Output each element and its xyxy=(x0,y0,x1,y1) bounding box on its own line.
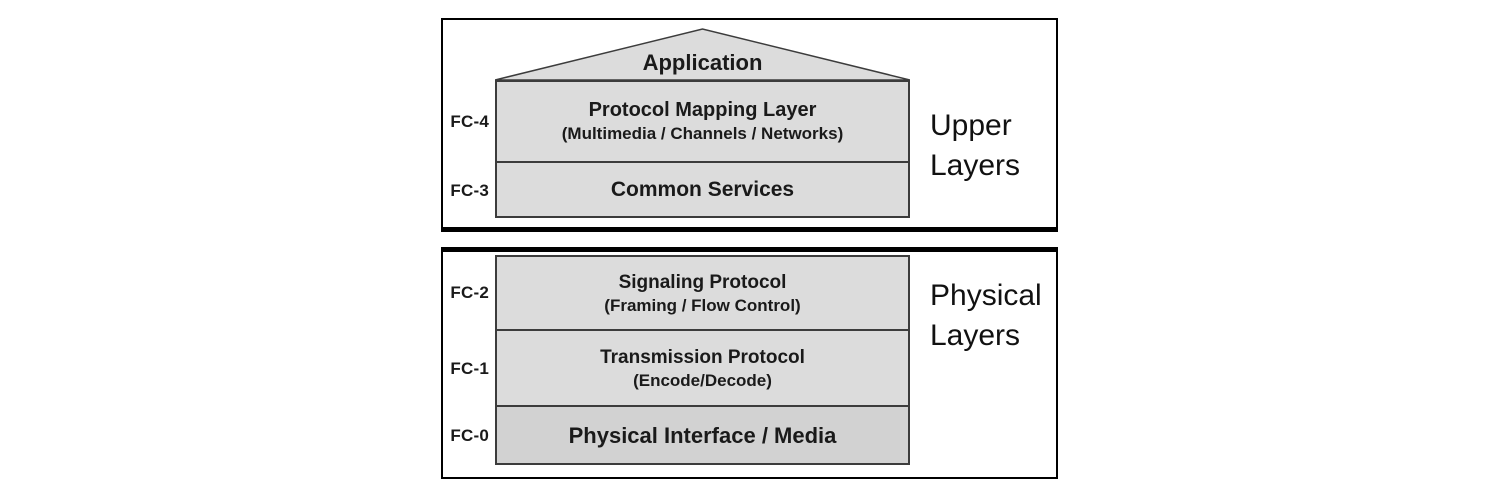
fc3-label: FC-3 xyxy=(450,180,489,200)
fc4-subtitle: (Multimedia / Channels / Networks) xyxy=(561,124,844,143)
fc2-label: FC-2 xyxy=(450,283,489,302)
upper-layers-label: Upper Layers xyxy=(930,109,1021,182)
fc1-label: FC-1 xyxy=(450,359,489,378)
layer-box-fc4: Protocol Mapping Layer (Multimedia / Cha… xyxy=(495,80,910,163)
fc0-title: Physical Interface / Media xyxy=(568,422,837,448)
fc4-title: Protocol Mapping Layer xyxy=(588,99,817,121)
layer-box-fc2: Signaling Protocol (Framing / Flow Contr… xyxy=(495,255,910,331)
application-label: Application xyxy=(642,50,763,75)
fc4-label: FC-4 xyxy=(450,111,489,131)
physical-layers-label: Physical Layers xyxy=(930,279,1042,352)
fc2-subtitle: (Framing / Flow Control) xyxy=(604,295,801,315)
application-roof xyxy=(495,28,910,80)
fc1-subtitle: (Encode/Decode) xyxy=(633,370,772,390)
fc0-label: FC-0 xyxy=(450,426,489,445)
upper-layers-section: Application FC-4 Protocol Mapping Layer … xyxy=(441,18,1058,232)
physical-layers-section: FC-2 Signaling Protocol (Framing / Flow … xyxy=(441,247,1058,479)
fc3-title: Common Services xyxy=(610,178,795,201)
fc1-title: Transmission Protocol xyxy=(600,346,805,368)
layer-box-fc3: Common Services xyxy=(495,163,910,218)
fc2-title: Signaling Protocol xyxy=(618,271,787,293)
layer-box-fc1: Transmission Protocol (Encode/Decode) xyxy=(495,331,910,407)
layer-box-fc0: Physical Interface / Media xyxy=(495,407,910,465)
